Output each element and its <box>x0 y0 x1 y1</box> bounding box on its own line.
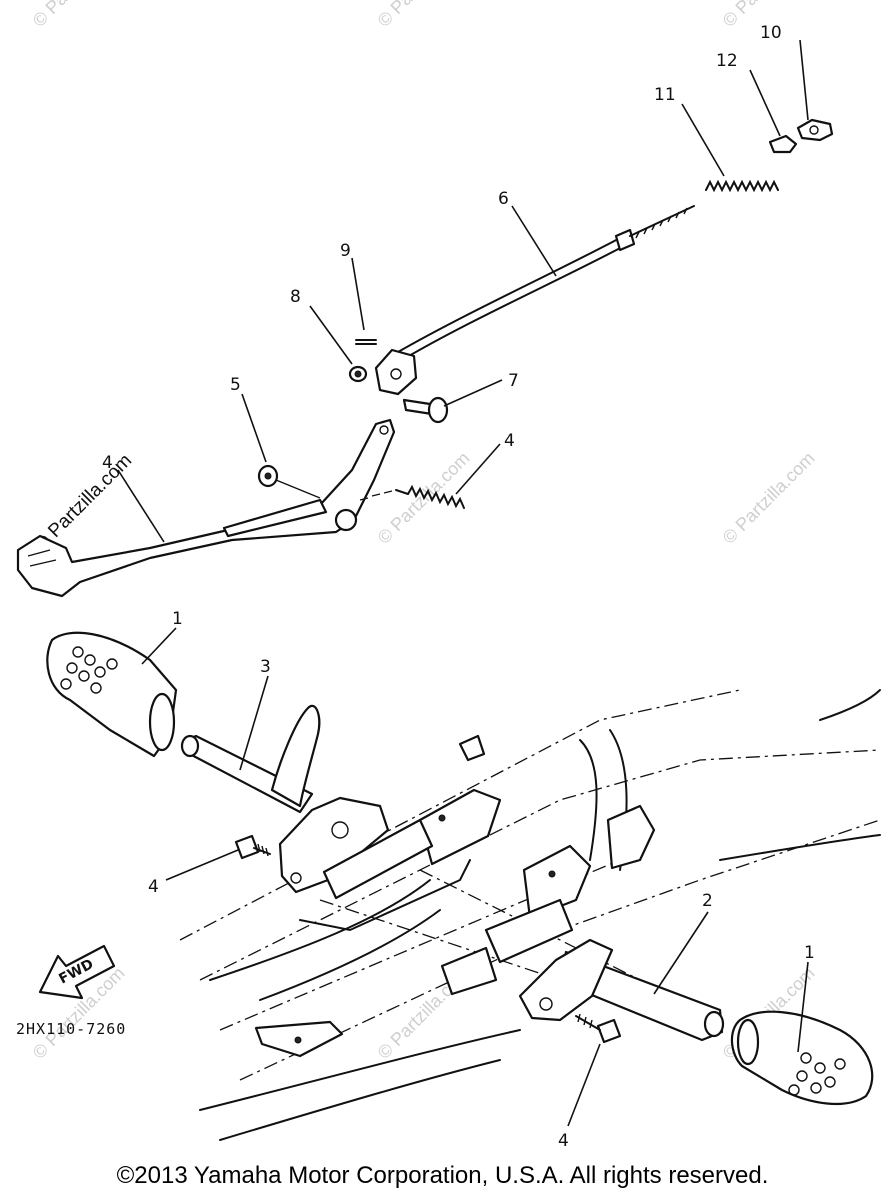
callout-5: 4 <box>102 453 113 473</box>
left-footrest-rubber-part <box>46 631 178 758</box>
callout-4-lower: 4 <box>558 1131 569 1151</box>
clevis-pin-part <box>402 396 449 424</box>
callout-12: 10 <box>760 23 782 43</box>
callout-10: 8 <box>290 287 301 307</box>
callout-1-left: 1 <box>172 609 183 629</box>
copyright-notice: ©2013 Yamaha Motor Corporation, U.S.A. A… <box>116 1162 769 1189</box>
watermark: © Partzilla.com <box>29 0 129 31</box>
pedal-washer-part <box>257 464 321 499</box>
brake-rod-spring-part <box>705 179 779 193</box>
watermark: © Partzilla.com <box>719 448 819 548</box>
leader-lines <box>117 39 809 1127</box>
watermarks: © Partzilla.com © Partzilla.com © Partzi… <box>29 0 819 1063</box>
callout-9: 7 <box>508 371 519 391</box>
diagram-code: 2HX110-7260 <box>16 1020 126 1038</box>
lower-bolt-part <box>575 1013 622 1044</box>
callout-14: 12 <box>716 51 738 71</box>
frame-brackets <box>254 734 656 1058</box>
callout-4-upper: 4 <box>148 877 159 897</box>
right-footrest-bar-part <box>518 938 725 1042</box>
rod-clevis-part <box>374 348 418 396</box>
callout-7: 5 <box>230 375 241 395</box>
callout-6: 4 <box>504 431 515 451</box>
callout-3: 3 <box>260 657 271 677</box>
callout-11: 9 <box>340 241 351 261</box>
joint-part <box>768 134 798 154</box>
callout-labels: 10 12 11 6 9 8 7 5 4 4 1 3 4 2 1 4 <box>102 23 815 1151</box>
left-footrest-bar-part <box>180 704 434 900</box>
washer-part <box>348 365 368 383</box>
upper-bolt-part <box>234 834 271 860</box>
brake-rod-part <box>397 205 695 361</box>
callout-13: 11 <box>654 85 676 105</box>
brake-pedal-part <box>16 418 396 598</box>
watermark: © Partzilla.com <box>374 0 474 31</box>
adjuster-nut-part <box>796 118 834 142</box>
callout-1-right: 1 <box>804 943 815 963</box>
right-footrest-rubber-part <box>730 1010 874 1106</box>
callout-8: 6 <box>498 189 509 209</box>
callout-2: 2 <box>702 891 713 911</box>
return-spring-part <box>359 484 465 509</box>
cotter-pin-part <box>355 339 377 345</box>
